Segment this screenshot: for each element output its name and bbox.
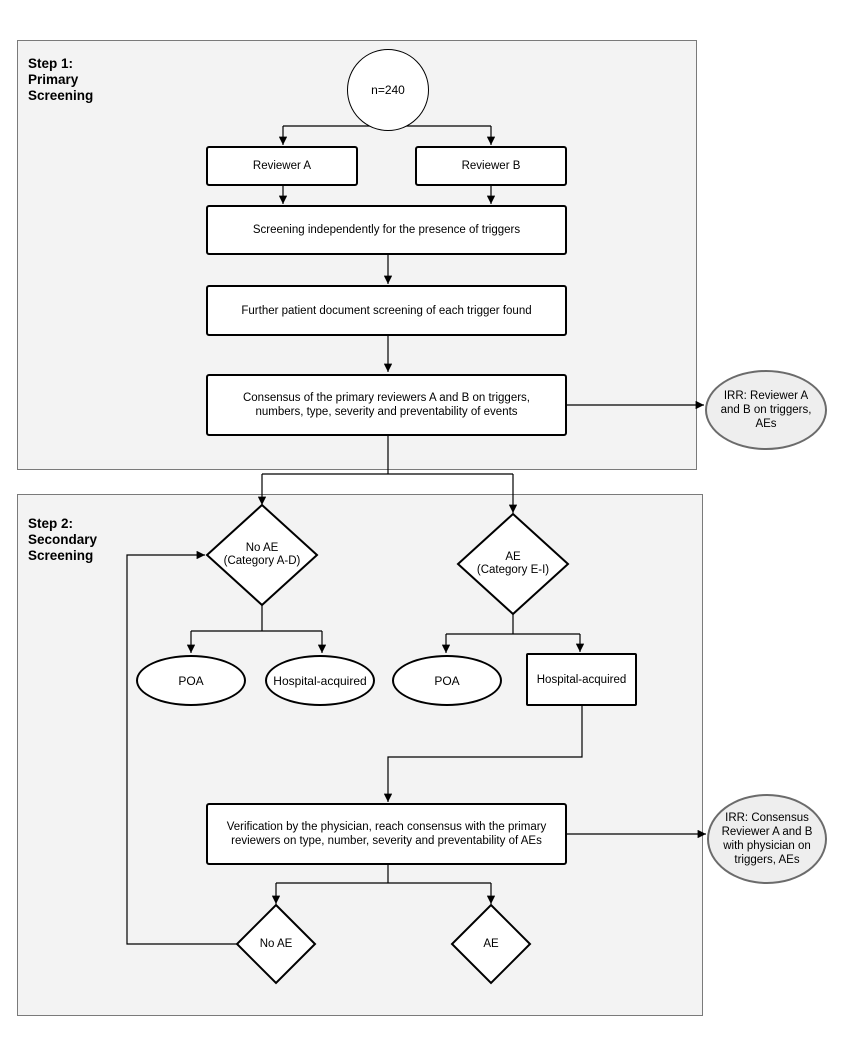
ae-category-diamond: [456, 512, 570, 616]
screening-box: Screening independently for the presence…: [206, 205, 567, 255]
reviewer-a-box: Reviewer A: [206, 146, 358, 186]
reviewer-b-box: Reviewer B: [415, 146, 567, 186]
connector-verification-split: [276, 864, 491, 884]
feedback-loop-arrow: [126, 550, 237, 945]
no-ae-category-label: No AE (Category A-D): [223, 542, 301, 567]
ae-final-label: AE: [483, 937, 499, 950]
no-ae-final-label: No AE: [259, 937, 293, 950]
ae-final-diamond: [450, 903, 532, 985]
arrow-hospital-to-verification: [383, 705, 583, 802]
connector-consensus-split: [262, 435, 513, 475]
step1-title: Step 1: Primary Screening: [28, 56, 94, 103]
step2-panel: [17, 494, 703, 1016]
connector-ae-split: [446, 614, 580, 635]
poa-right-ellipse: POA: [392, 655, 502, 706]
step2-title: Step 2: Secondary Screening: [28, 516, 98, 563]
consensus-box: Consensus of the primary reviewers A and…: [206, 374, 567, 436]
no-ae-final-diamond: [235, 903, 317, 985]
hospital-acquired-right-box: Hospital-acquired: [526, 653, 637, 706]
start-node: n=240: [347, 49, 429, 131]
irr-reviewers-ellipse: IRR: Reviewer A and B on triggers, AEs: [705, 370, 827, 450]
verification-box: Verification by the physician, reach con…: [206, 803, 567, 865]
poa-left-ellipse: POA: [136, 655, 246, 706]
irr-physician-ellipse: IRR: Consensus Reviewer A and B with phy…: [707, 794, 827, 884]
no-ae-category-diamond: [205, 503, 319, 607]
further-screening-box: Further patient document screening of ea…: [206, 285, 567, 336]
ae-category-label: AE (Category E-I): [476, 551, 550, 576]
hospital-acquired-left-ellipse: Hospital-acquired: [265, 655, 375, 706]
connector-no-ae-split: [191, 605, 322, 632]
